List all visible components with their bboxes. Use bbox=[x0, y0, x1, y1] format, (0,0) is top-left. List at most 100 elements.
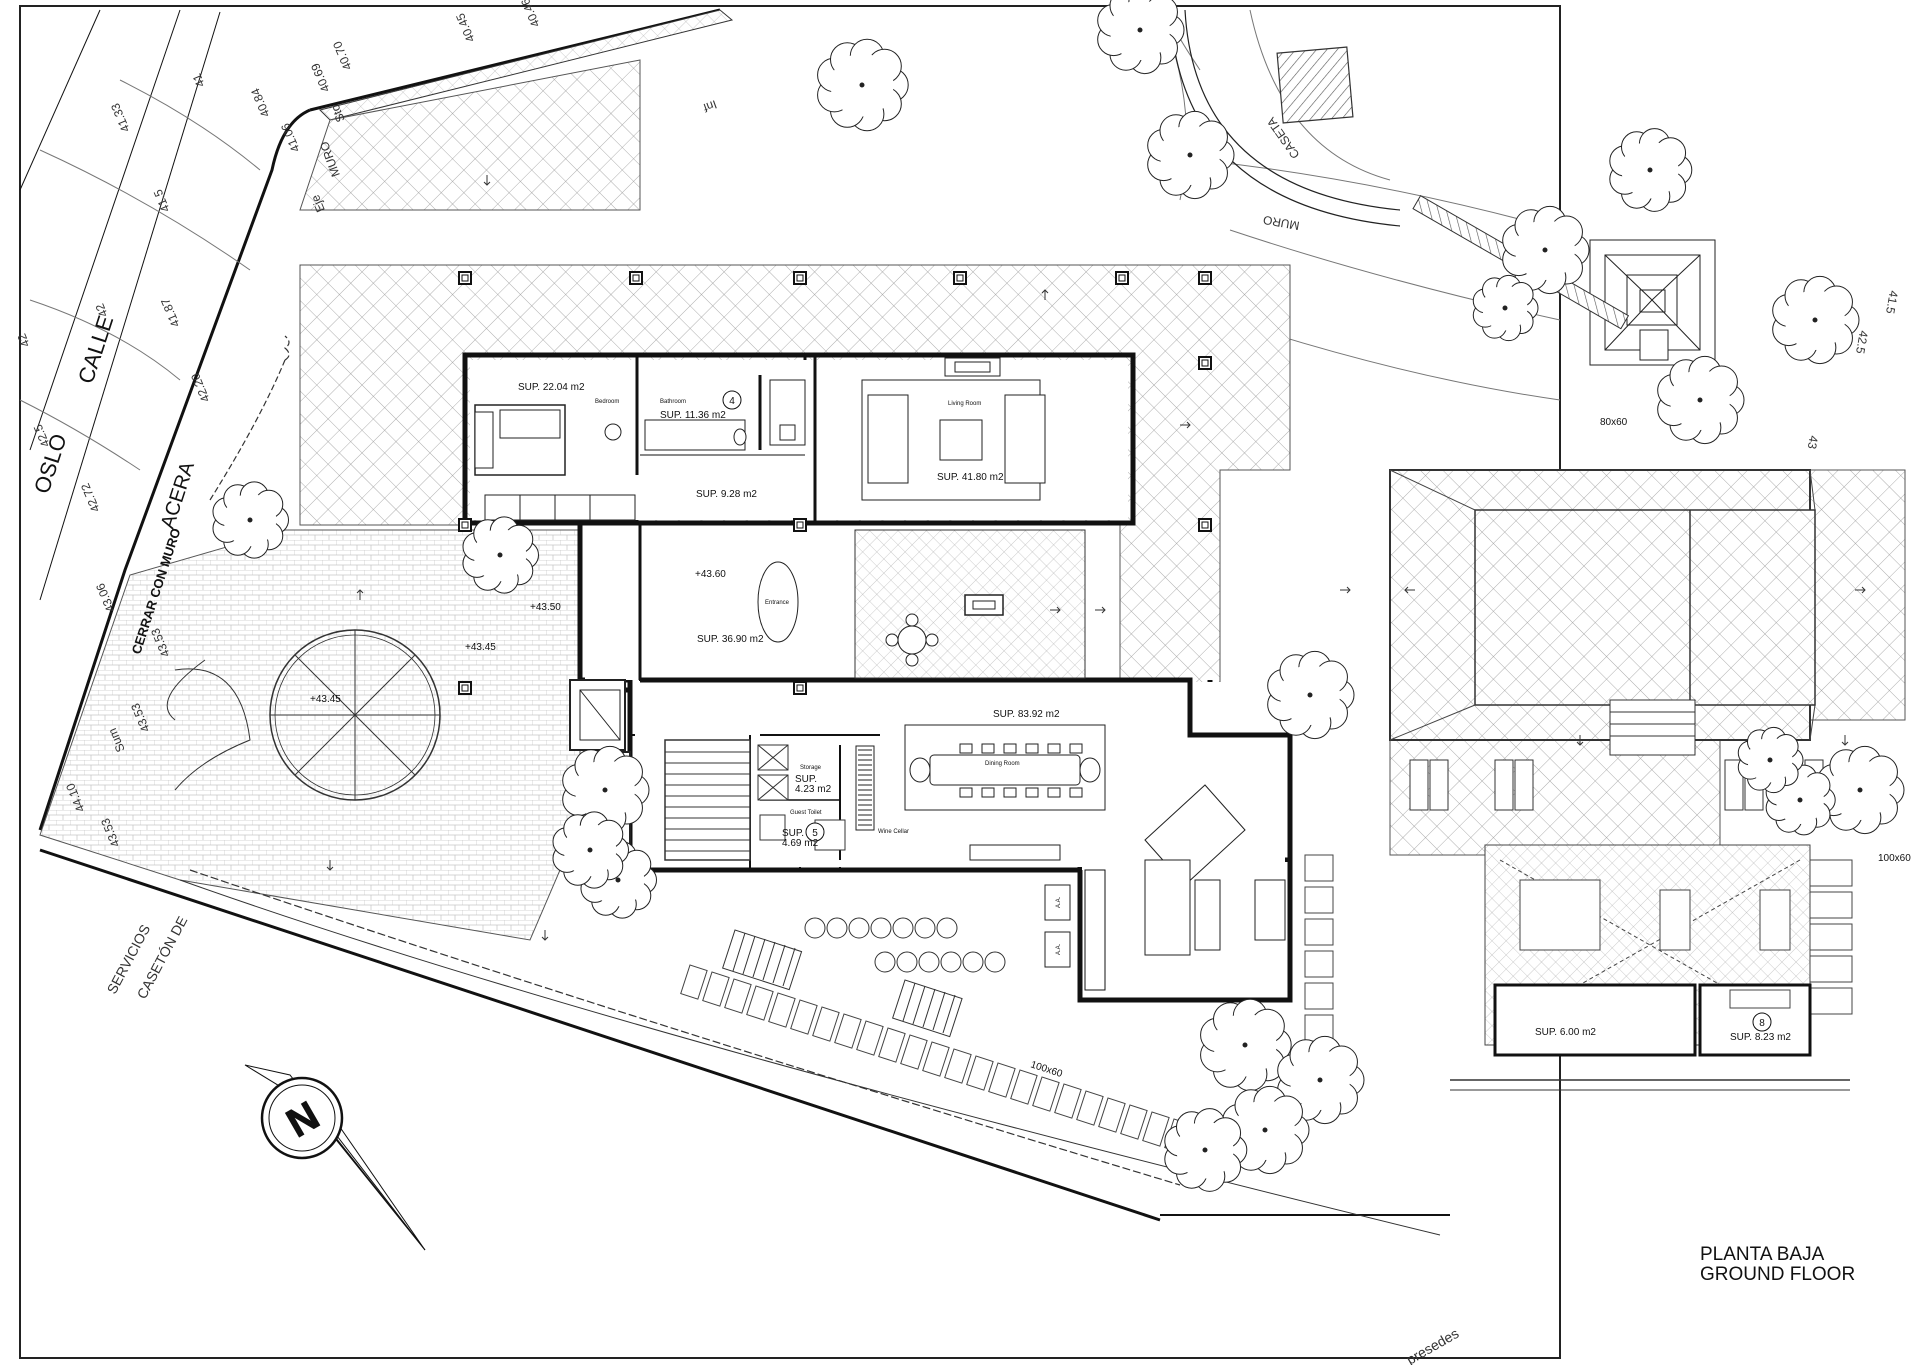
planter bbox=[870, 917, 892, 939]
paver bbox=[834, 1013, 862, 1049]
paver bbox=[944, 1048, 972, 1084]
svg-text:42.5: 42.5 bbox=[1853, 329, 1871, 355]
top-garden-strip bbox=[319, 9, 734, 121]
paver bbox=[1809, 987, 1853, 1015]
paver bbox=[724, 978, 752, 1014]
svg-text:Eje: Eje bbox=[308, 193, 328, 215]
wine-cellar bbox=[855, 745, 875, 831]
tree bbox=[1472, 274, 1539, 342]
bathroom-number-marker bbox=[722, 390, 742, 410]
living-sofas bbox=[861, 357, 1046, 501]
aa-unit-1: A.A. bbox=[1056, 896, 1062, 908]
toilet-number-marker bbox=[805, 822, 825, 842]
svg-text:Sto: Sto bbox=[328, 102, 348, 124]
planter bbox=[848, 917, 870, 939]
planter bbox=[914, 917, 936, 939]
pool-house-pergola bbox=[1484, 844, 1812, 1057]
dining-chair bbox=[959, 743, 973, 754]
living-area: SUP. 41.80 m2 bbox=[937, 472, 1004, 483]
paver bbox=[1142, 1111, 1170, 1147]
planter bbox=[892, 917, 914, 939]
paver bbox=[1098, 1097, 1126, 1133]
hedge-bottom bbox=[189, 869, 1181, 1186]
svg-text:40.84: 40.84 bbox=[248, 86, 273, 119]
svg-text:41.87: 41.87 bbox=[158, 296, 183, 329]
garden-stair bbox=[892, 979, 963, 1038]
tree bbox=[552, 811, 629, 889]
garden-stairs bbox=[722, 929, 963, 1038]
bedroom-label: Bedroom bbox=[595, 399, 619, 405]
svg-text:40.70: 40.70 bbox=[330, 39, 355, 72]
paver bbox=[900, 1034, 928, 1070]
caseta-square bbox=[1276, 46, 1354, 124]
hall-area: SUP. 9.28 m2 bbox=[696, 489, 757, 500]
slope-arrow bbox=[1340, 586, 1351, 594]
dining-chair bbox=[1047, 743, 1061, 754]
storage-toilet bbox=[757, 744, 846, 851]
planter bbox=[940, 951, 962, 973]
dining-chair bbox=[1069, 787, 1083, 798]
entrance-label: Entrance bbox=[765, 600, 790, 606]
tree bbox=[1222, 1085, 1310, 1175]
planter bbox=[984, 951, 1006, 973]
paver bbox=[746, 985, 774, 1021]
level-4350: +43.50 bbox=[530, 602, 561, 613]
paver bbox=[856, 1020, 884, 1056]
bathroom-number: 4 bbox=[729, 396, 735, 407]
slope-arrow bbox=[483, 175, 491, 186]
dim-100x60-a: 100x60 bbox=[1878, 853, 1911, 864]
slope-arrow bbox=[541, 930, 549, 941]
dining-chair bbox=[1003, 743, 1017, 754]
slope-arrow bbox=[1095, 606, 1106, 614]
tree bbox=[817, 38, 909, 132]
dining-chair bbox=[1025, 743, 1039, 754]
courtyard bbox=[854, 529, 1086, 679]
planter bbox=[896, 951, 918, 973]
paver bbox=[1809, 955, 1853, 983]
storage-sup: SUP. bbox=[795, 774, 817, 785]
entrance-rug bbox=[757, 561, 799, 643]
paver bbox=[1304, 918, 1334, 946]
toilet-area: 4.69 m2 bbox=[782, 838, 819, 849]
dining-chair bbox=[959, 787, 973, 798]
wine-cellar-label: Wine Cellar bbox=[878, 829, 909, 835]
paver bbox=[1010, 1069, 1038, 1105]
svg-text:43.06: 43.06 bbox=[93, 581, 118, 614]
label-calle: CALLE bbox=[73, 313, 118, 387]
svg-text:40.45: 40.45 bbox=[453, 11, 478, 44]
planter bbox=[962, 951, 984, 973]
planter bbox=[804, 917, 826, 939]
svg-text:42.20: 42.20 bbox=[188, 371, 213, 404]
svg-text:43: 43 bbox=[1805, 434, 1821, 450]
svg-text:41.33: 41.33 bbox=[108, 101, 133, 134]
toilet-label: Guest Toilet bbox=[790, 810, 822, 816]
tree bbox=[1097, 0, 1185, 75]
dining-chair bbox=[981, 787, 995, 798]
tree bbox=[1164, 1108, 1248, 1192]
dim-80x60: 80x60 bbox=[1600, 417, 1628, 428]
paver bbox=[1304, 982, 1334, 1010]
tree bbox=[1200, 998, 1292, 1092]
tree bbox=[1817, 745, 1905, 835]
tree bbox=[1147, 110, 1235, 200]
pool-house-area-1: SUP. 6.00 m2 bbox=[1535, 1027, 1596, 1038]
bedroom-area: SUP. 22.04 m2 bbox=[518, 382, 585, 393]
dining-chair bbox=[981, 743, 995, 754]
storage-label: Storage bbox=[800, 765, 822, 771]
round-fountain bbox=[269, 629, 441, 801]
planter bbox=[918, 951, 940, 973]
paver bbox=[1054, 1083, 1082, 1119]
svg-text:42: 42 bbox=[93, 301, 111, 319]
tree bbox=[1277, 1035, 1365, 1125]
paver bbox=[966, 1055, 994, 1091]
level-4360: +43.60 bbox=[695, 569, 726, 580]
kitchen-lounge bbox=[969, 784, 1286, 956]
paver bbox=[1032, 1076, 1060, 1112]
columns bbox=[458, 271, 1212, 695]
dining-chair bbox=[1003, 787, 1017, 798]
paver bbox=[702, 971, 730, 1007]
north-arrow-icon: N bbox=[244, 1064, 426, 1251]
paver bbox=[680, 964, 708, 1000]
label-muro-right: MURO bbox=[1262, 213, 1301, 233]
entrance-gate bbox=[166, 659, 251, 791]
